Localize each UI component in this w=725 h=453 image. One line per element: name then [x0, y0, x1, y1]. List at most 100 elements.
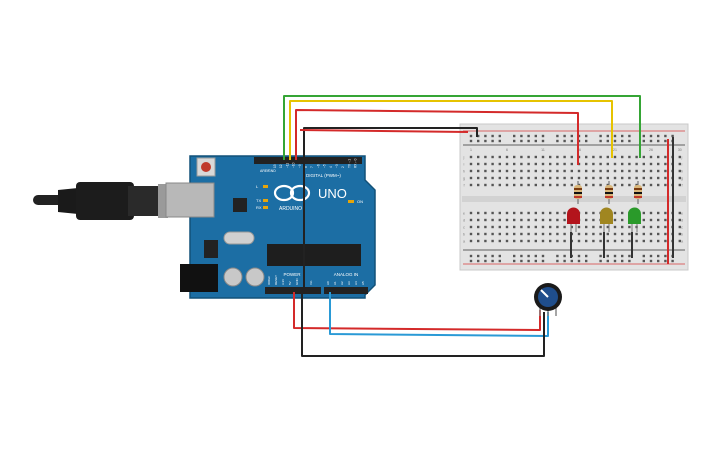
rail-hole[interactable]	[513, 139, 516, 143]
rail-hole[interactable]	[664, 134, 667, 138]
breadboard-hole[interactable]	[657, 183, 660, 187]
breadboard-hole[interactable]	[527, 232, 530, 236]
rail-hole[interactable]	[491, 254, 494, 258]
breadboard-hole[interactable]	[520, 155, 523, 159]
breadboard-hole[interactable]	[513, 169, 516, 173]
breadboard-hole[interactable]	[577, 225, 581, 229]
breadboard-hole[interactable]	[563, 169, 566, 173]
breadboard-hole[interactable]	[491, 176, 494, 180]
rail-hole[interactable]	[527, 134, 530, 138]
breadboard-hole[interactable]	[534, 162, 537, 166]
breadboard-hole[interactable]	[534, 176, 537, 180]
breadboard-hole[interactable]	[678, 183, 681, 187]
breadboard-hole[interactable]	[549, 239, 552, 243]
red-wire-top[interactable]	[295, 109, 579, 165]
breadboard-hole[interactable]	[556, 176, 559, 180]
breadboard-hole[interactable]	[599, 169, 602, 173]
breadboard-hole[interactable]	[599, 155, 602, 159]
breadboard-hole[interactable]	[664, 225, 667, 229]
breadboard-hole[interactable]	[606, 176, 609, 180]
rail-hole[interactable]	[649, 254, 653, 258]
rail-hole[interactable]	[570, 259, 573, 263]
breadboard-hole[interactable]	[534, 218, 537, 222]
breadboard-hole[interactable]	[541, 176, 545, 180]
breadboard-hole[interactable]	[527, 169, 530, 173]
breadboard-hole[interactable]	[491, 239, 494, 243]
breadboard-hole[interactable]	[628, 239, 631, 243]
breadboard-hole[interactable]	[520, 169, 523, 173]
breadboard-hole[interactable]	[520, 218, 523, 222]
breadboard-hole[interactable]	[513, 155, 516, 159]
breadboard-hole[interactable]	[541, 232, 545, 236]
breadboard-hole[interactable]	[678, 176, 681, 180]
resistor-yellow-branch[interactable]	[605, 181, 613, 204]
breadboard-hole[interactable]	[585, 162, 588, 166]
breadboard-hole[interactable]	[657, 155, 660, 159]
digital-header[interactable]	[254, 157, 362, 164]
rail-hole[interactable]	[599, 254, 602, 258]
rail-hole[interactable]	[527, 254, 530, 258]
breadboard-hole[interactable]	[477, 162, 480, 166]
breadboard-hole[interactable]	[657, 162, 660, 166]
rail-hole[interactable]	[621, 259, 624, 263]
breadboard-hole[interactable]	[613, 232, 617, 236]
usb-cable[interactable]	[33, 182, 168, 220]
rail-hole[interactable]	[498, 139, 501, 143]
breadboard-hole[interactable]	[642, 155, 645, 159]
breadboard-hole[interactable]	[606, 155, 609, 159]
breadboard-hole[interactable]	[592, 169, 595, 173]
breadboard-hole[interactable]	[621, 176, 624, 180]
potentiometer[interactable]	[534, 283, 562, 316]
breadboard-hole[interactable]	[606, 225, 609, 229]
red-rail-wire[interactable]	[299, 129, 469, 133]
breadboard-hole[interactable]	[491, 232, 494, 236]
breadboard-hole[interactable]	[642, 162, 645, 166]
rail-hole[interactable]	[642, 254, 645, 258]
rail-hole[interactable]	[520, 254, 523, 258]
breadboard-holes[interactable]	[469, 134, 681, 263]
breadboard-hole[interactable]	[527, 176, 530, 180]
breadboard-hole[interactable]	[469, 155, 473, 159]
breadboard-hole[interactable]	[527, 239, 530, 243]
breadboard-hole[interactable]	[469, 225, 473, 229]
breadboard-hole[interactable]	[592, 225, 595, 229]
breadboard-hole[interactable]	[592, 183, 595, 187]
rail-hole[interactable]	[577, 259, 581, 263]
breadboard-hole[interactable]	[498, 176, 501, 180]
rail-hole[interactable]	[498, 254, 501, 258]
breadboard-hole[interactable]	[585, 155, 588, 159]
rail-hole[interactable]	[534, 139, 537, 143]
breadboard-hole[interactable]	[527, 225, 530, 229]
breadboard-hole[interactable]	[513, 239, 516, 243]
breadboard-hole[interactable]	[469, 239, 473, 243]
breadboard-hole[interactable]	[469, 176, 473, 180]
breadboard-hole[interactable]	[657, 176, 660, 180]
breadboard-hole[interactable]	[635, 176, 638, 180]
breadboard-hole[interactable]	[498, 162, 501, 166]
breadboard-hole[interactable]	[534, 169, 537, 173]
rail-hole[interactable]	[664, 254, 667, 258]
breadboard-hole[interactable]	[556, 183, 559, 187]
breadboard-hole[interactable]	[563, 155, 566, 159]
rail-hole[interactable]	[642, 139, 645, 143]
rail-hole[interactable]	[527, 259, 530, 263]
breadboard-hole[interactable]	[642, 176, 645, 180]
rail-hole[interactable]	[671, 134, 674, 138]
breadboard-hole[interactable]	[505, 169, 509, 173]
breadboard-hole[interactable]	[498, 225, 501, 229]
breadboard-hole[interactable]	[657, 239, 660, 243]
breadboard-hole[interactable]	[606, 169, 609, 173]
rail-hole[interactable]	[484, 259, 487, 263]
breadboard-hole[interactable]	[505, 176, 509, 180]
breadboard-hole[interactable]	[541, 183, 545, 187]
breadboard-hole[interactable]	[599, 232, 602, 236]
breadboard-hole[interactable]	[469, 218, 473, 222]
rail-hole[interactable]	[657, 254, 660, 258]
breadboard-hole[interactable]	[513, 162, 516, 166]
breadboard-hole[interactable]	[599, 225, 602, 229]
rail-hole[interactable]	[477, 254, 480, 258]
breadboard-hole[interactable]	[513, 183, 516, 187]
breadboard-hole[interactable]	[664, 218, 667, 222]
breadboard-hole[interactable]	[664, 169, 667, 173]
breadboard-hole[interactable]	[592, 176, 595, 180]
